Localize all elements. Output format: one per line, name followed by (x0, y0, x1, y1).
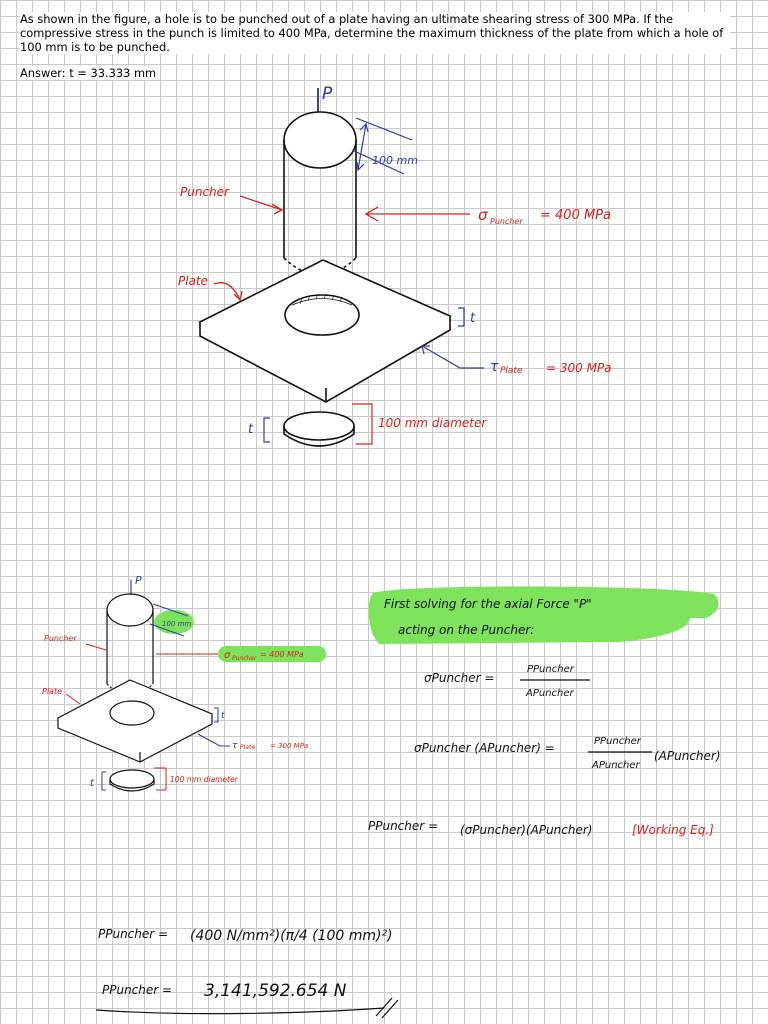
eq2-num: PPuncher (594, 736, 642, 747)
small-dim-label: 100 mm (162, 620, 191, 628)
sigma-value: = 400 MPa (540, 208, 611, 223)
small-sigma-highlight (218, 646, 326, 662)
slug-side (283, 426, 355, 447)
small-plate-label: Plate (42, 687, 62, 696)
intro-line1: First solving for the axial Force "P" (384, 597, 592, 611)
slug-top (283, 411, 355, 441)
slug-thickness-label: t (248, 422, 254, 437)
intro-highlight (368, 586, 719, 644)
thickness-bracket (458, 307, 465, 327)
small-tau-value: = 300 MPa (270, 742, 308, 750)
intro-line2: acting on the Puncher: (398, 623, 534, 637)
small-thickness-label: t (221, 711, 225, 721)
tau-symbol: τ (490, 359, 499, 375)
eq3-rhs: (σPuncher)(APuncher) (460, 823, 592, 837)
eq2-mult: (APuncher) (654, 749, 721, 763)
small-sigma-symbol: σ (224, 650, 231, 661)
eq1-lhs: σPuncher = (424, 671, 494, 685)
tau-subscript: Plate (500, 366, 523, 376)
tau-value: = 300 MPa (546, 361, 612, 375)
plate-label: Plate (178, 274, 208, 288)
eq1-num: PPuncher (527, 664, 575, 675)
problem-statement: As shown in the figure, a hole is to be … (20, 12, 730, 54)
small-puncher-label: Puncher (44, 634, 77, 643)
diameter-bracket (352, 403, 373, 445)
final-underline (95, 1007, 385, 1015)
eq3-note: [Working Eq.] (632, 823, 714, 837)
sigma-subscript: Puncher (490, 217, 523, 226)
diameter-label: 100 mm diameter (378, 416, 487, 430)
plate-arrow (213, 282, 241, 301)
small-dim-highlight (154, 610, 194, 634)
small-figure (56, 580, 214, 792)
small-tau-symbol: τ (232, 741, 238, 751)
puncher-arrow (239, 195, 283, 211)
sigma-symbol: σ (478, 206, 488, 224)
plate-hole (284, 294, 360, 336)
small-sigma-value: = 400 MPa (260, 650, 304, 659)
small-sigma-sub: Puncher (232, 655, 257, 662)
small-load-label: P (135, 574, 142, 587)
eq5-rhs: 3,141,592.654 N (204, 981, 347, 1001)
load-label: P (322, 84, 333, 104)
eq2-lhs: σPuncher (APuncher) = (414, 741, 555, 755)
punch-top-ellipse (283, 111, 357, 169)
eq5-lhs: PPuncher = (102, 983, 172, 997)
eq1-den: APuncher (525, 688, 575, 699)
small-tau-sub: Plate (240, 744, 255, 751)
small-diameter-label: 100 mm diameter (170, 775, 239, 784)
eq4-lhs: PPuncher = (98, 927, 168, 941)
main-figure (198, 88, 452, 447)
puncher-label: Puncher (180, 185, 230, 199)
eq4-rhs: (400 N/mm²)(π/4 (100 mm)²) (190, 928, 393, 944)
punch-bottom-hidden (283, 257, 357, 276)
eq3-lhs: PPuncher = (368, 819, 438, 833)
dim-label: 100 mm (372, 154, 418, 167)
thickness-label: t (470, 311, 476, 326)
tau-arrow (421, 345, 484, 369)
answer-text: Answer: t = 33.333 mm (20, 66, 157, 80)
dimension-100mm (351, 117, 413, 175)
eq2-den: APuncher (591, 760, 641, 771)
small-slug-t-label: t (90, 778, 95, 789)
